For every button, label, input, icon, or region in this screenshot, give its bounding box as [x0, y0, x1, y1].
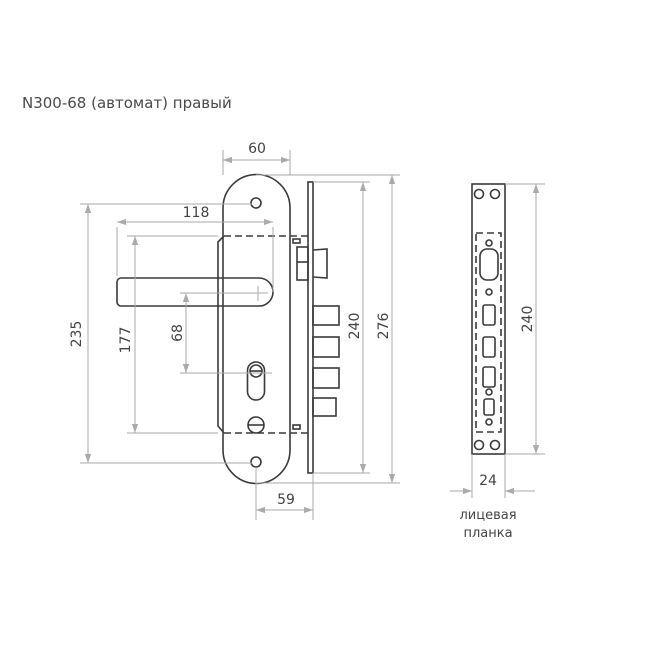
- dim-240: 240: [347, 313, 363, 340]
- bolt-1: [312, 305, 340, 326]
- dim-235: 235: [69, 321, 85, 348]
- lever-handle: [116, 277, 274, 307]
- cylinder-hole: [246, 361, 266, 401]
- strike-label-line2: планка: [463, 526, 512, 541]
- bolt-4: [312, 397, 337, 417]
- diagram-title: N300-68 (автомат) правый: [22, 94, 232, 112]
- lock-case: [217, 181, 340, 474]
- dimension-lines: [80, 150, 400, 520]
- dim-118: 118: [183, 205, 210, 221]
- dim-68: 68: [170, 324, 186, 342]
- strike-plate: [471, 183, 506, 455]
- faceplate: [307, 181, 314, 474]
- dim-60: 60: [248, 141, 266, 157]
- bolt-2: [312, 336, 340, 358]
- dim-177: 177: [118, 327, 134, 354]
- handle-plate: [222, 173, 291, 485]
- latch: [312, 248, 328, 279]
- dim-276: 276: [376, 313, 392, 340]
- screw-hole-top: [250, 197, 262, 209]
- dim-59: 59: [277, 492, 295, 508]
- dim-strike-240: 240: [520, 306, 536, 333]
- dim-24: 24: [479, 473, 497, 489]
- bolt-3: [312, 367, 340, 389]
- strike-label-line1: лицевая: [459, 508, 516, 523]
- strike-dimension-lines: [450, 183, 545, 498]
- screw-hole-bottom: [250, 456, 262, 468]
